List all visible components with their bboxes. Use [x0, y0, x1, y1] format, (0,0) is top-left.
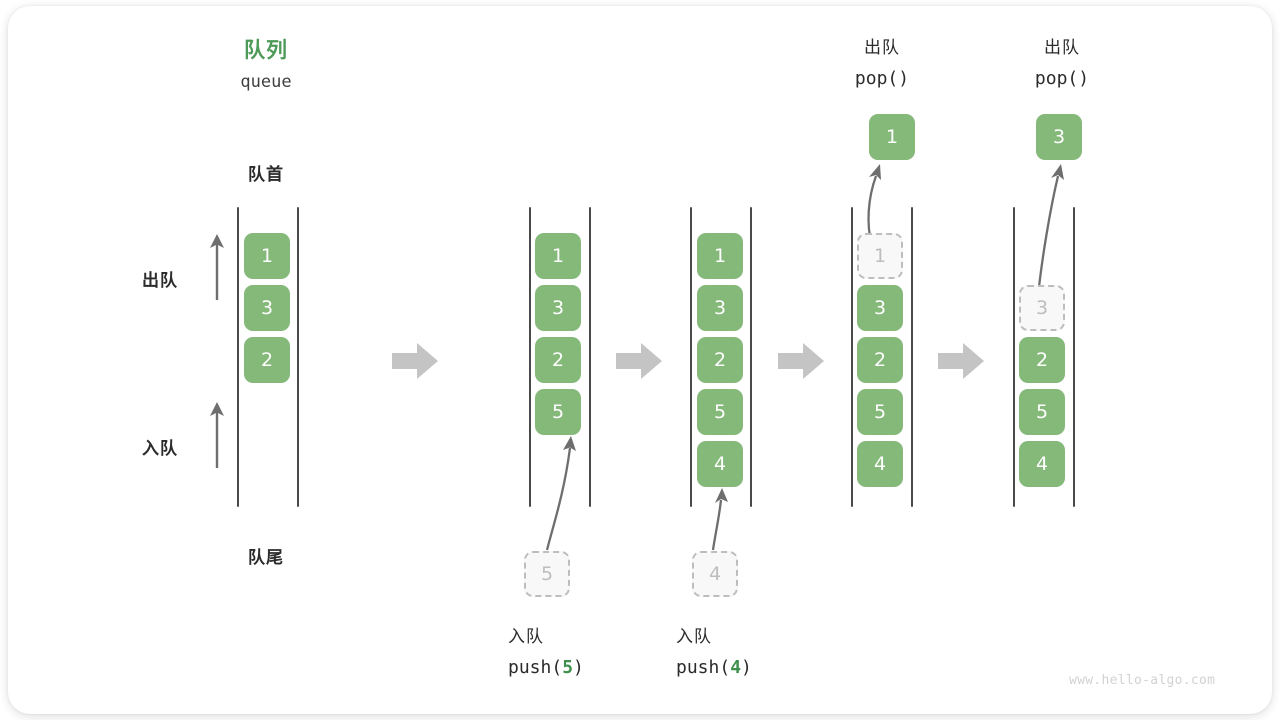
push-code-suffix: ) [573, 657, 584, 678]
push-caption-cn: 入队 [508, 627, 544, 647]
queue-cell: 1 [535, 233, 581, 279]
push-code-prefix: push( [676, 657, 731, 678]
queue-cell: 5 [697, 389, 743, 435]
push-arrow-icon [545, 436, 576, 551]
queue-cell: 2 [1019, 337, 1065, 383]
queue-rail-right [297, 207, 299, 507]
queue-rail-left [529, 207, 531, 507]
rear-label: 队尾 [248, 548, 284, 568]
queue-cell: 2 [697, 337, 743, 383]
queue-cell: 3 [697, 285, 743, 331]
push-caption-code: push(5) [482, 657, 698, 678]
pop-header-cn: 出队 [864, 38, 900, 58]
push-code-prefix: push( [508, 657, 563, 678]
push-code-suffix: ) [741, 657, 752, 678]
popped-cell: 3 [1036, 114, 1082, 160]
queue-cell: 3 [857, 285, 903, 331]
queue-rail-left [690, 207, 692, 507]
queue-rail-right [750, 207, 752, 507]
queue-cell-ghost: 1 [857, 233, 903, 279]
pop-header-cn: 出队 [1044, 38, 1080, 58]
queue-rail-left [1013, 207, 1015, 507]
queue-cell: 4 [1019, 441, 1065, 487]
queue-cell: 2 [535, 337, 581, 383]
pop-header-code: pop() [1034, 68, 1090, 89]
queue-rail-left [237, 207, 239, 507]
queue-cell: 5 [1019, 389, 1065, 435]
flow-arrow-icon [616, 343, 662, 379]
queue-cell: 2 [244, 337, 290, 383]
push-caption-code: push(4) [650, 657, 866, 678]
dequeue-direction-label: 出队 [142, 271, 178, 291]
queue-cell: 3 [535, 285, 581, 331]
flow-arrow-icon [778, 343, 824, 379]
queue-cell-ghost: 3 [1019, 285, 1065, 331]
queue-cell: 1 [697, 233, 743, 279]
popped-cell: 1 [869, 114, 915, 160]
queue-cell: 1 [244, 233, 290, 279]
queue-cell: 3 [244, 285, 290, 331]
pop-header-code: pop() [854, 68, 910, 89]
queue-rail-right [1073, 207, 1075, 507]
incoming-ghost-cell: 5 [524, 551, 570, 597]
enqueue-direction-label: 入队 [142, 439, 178, 459]
queue-cell: 5 [535, 389, 581, 435]
queue-cell: 5 [857, 389, 903, 435]
pop-arrow-icon [1036, 164, 1064, 297]
queue-rail-right [911, 207, 913, 507]
dequeue-direction-arrow-icon [210, 234, 224, 300]
flow-arrow-icon [938, 343, 984, 379]
push-arrow-icon [711, 488, 728, 551]
figure-title-en: queue [240, 72, 292, 92]
flow-arrow-icon [392, 343, 438, 379]
front-label: 队首 [248, 165, 284, 185]
push-code-arg: 5 [562, 657, 574, 678]
watermark: www.hello-algo.com [1069, 673, 1216, 688]
queue-rail-right [589, 207, 591, 507]
queue-cell: 4 [697, 441, 743, 487]
figure-title-cn: 队列 [244, 38, 288, 62]
push-caption-cn: 入队 [676, 627, 712, 647]
push-code-arg: 4 [730, 657, 742, 678]
enqueue-direction-arrow-icon [210, 402, 224, 468]
incoming-ghost-cell: 4 [692, 551, 738, 597]
queue-rail-left [851, 207, 853, 507]
queue-cell: 2 [857, 337, 903, 383]
queue-cell: 4 [857, 441, 903, 487]
